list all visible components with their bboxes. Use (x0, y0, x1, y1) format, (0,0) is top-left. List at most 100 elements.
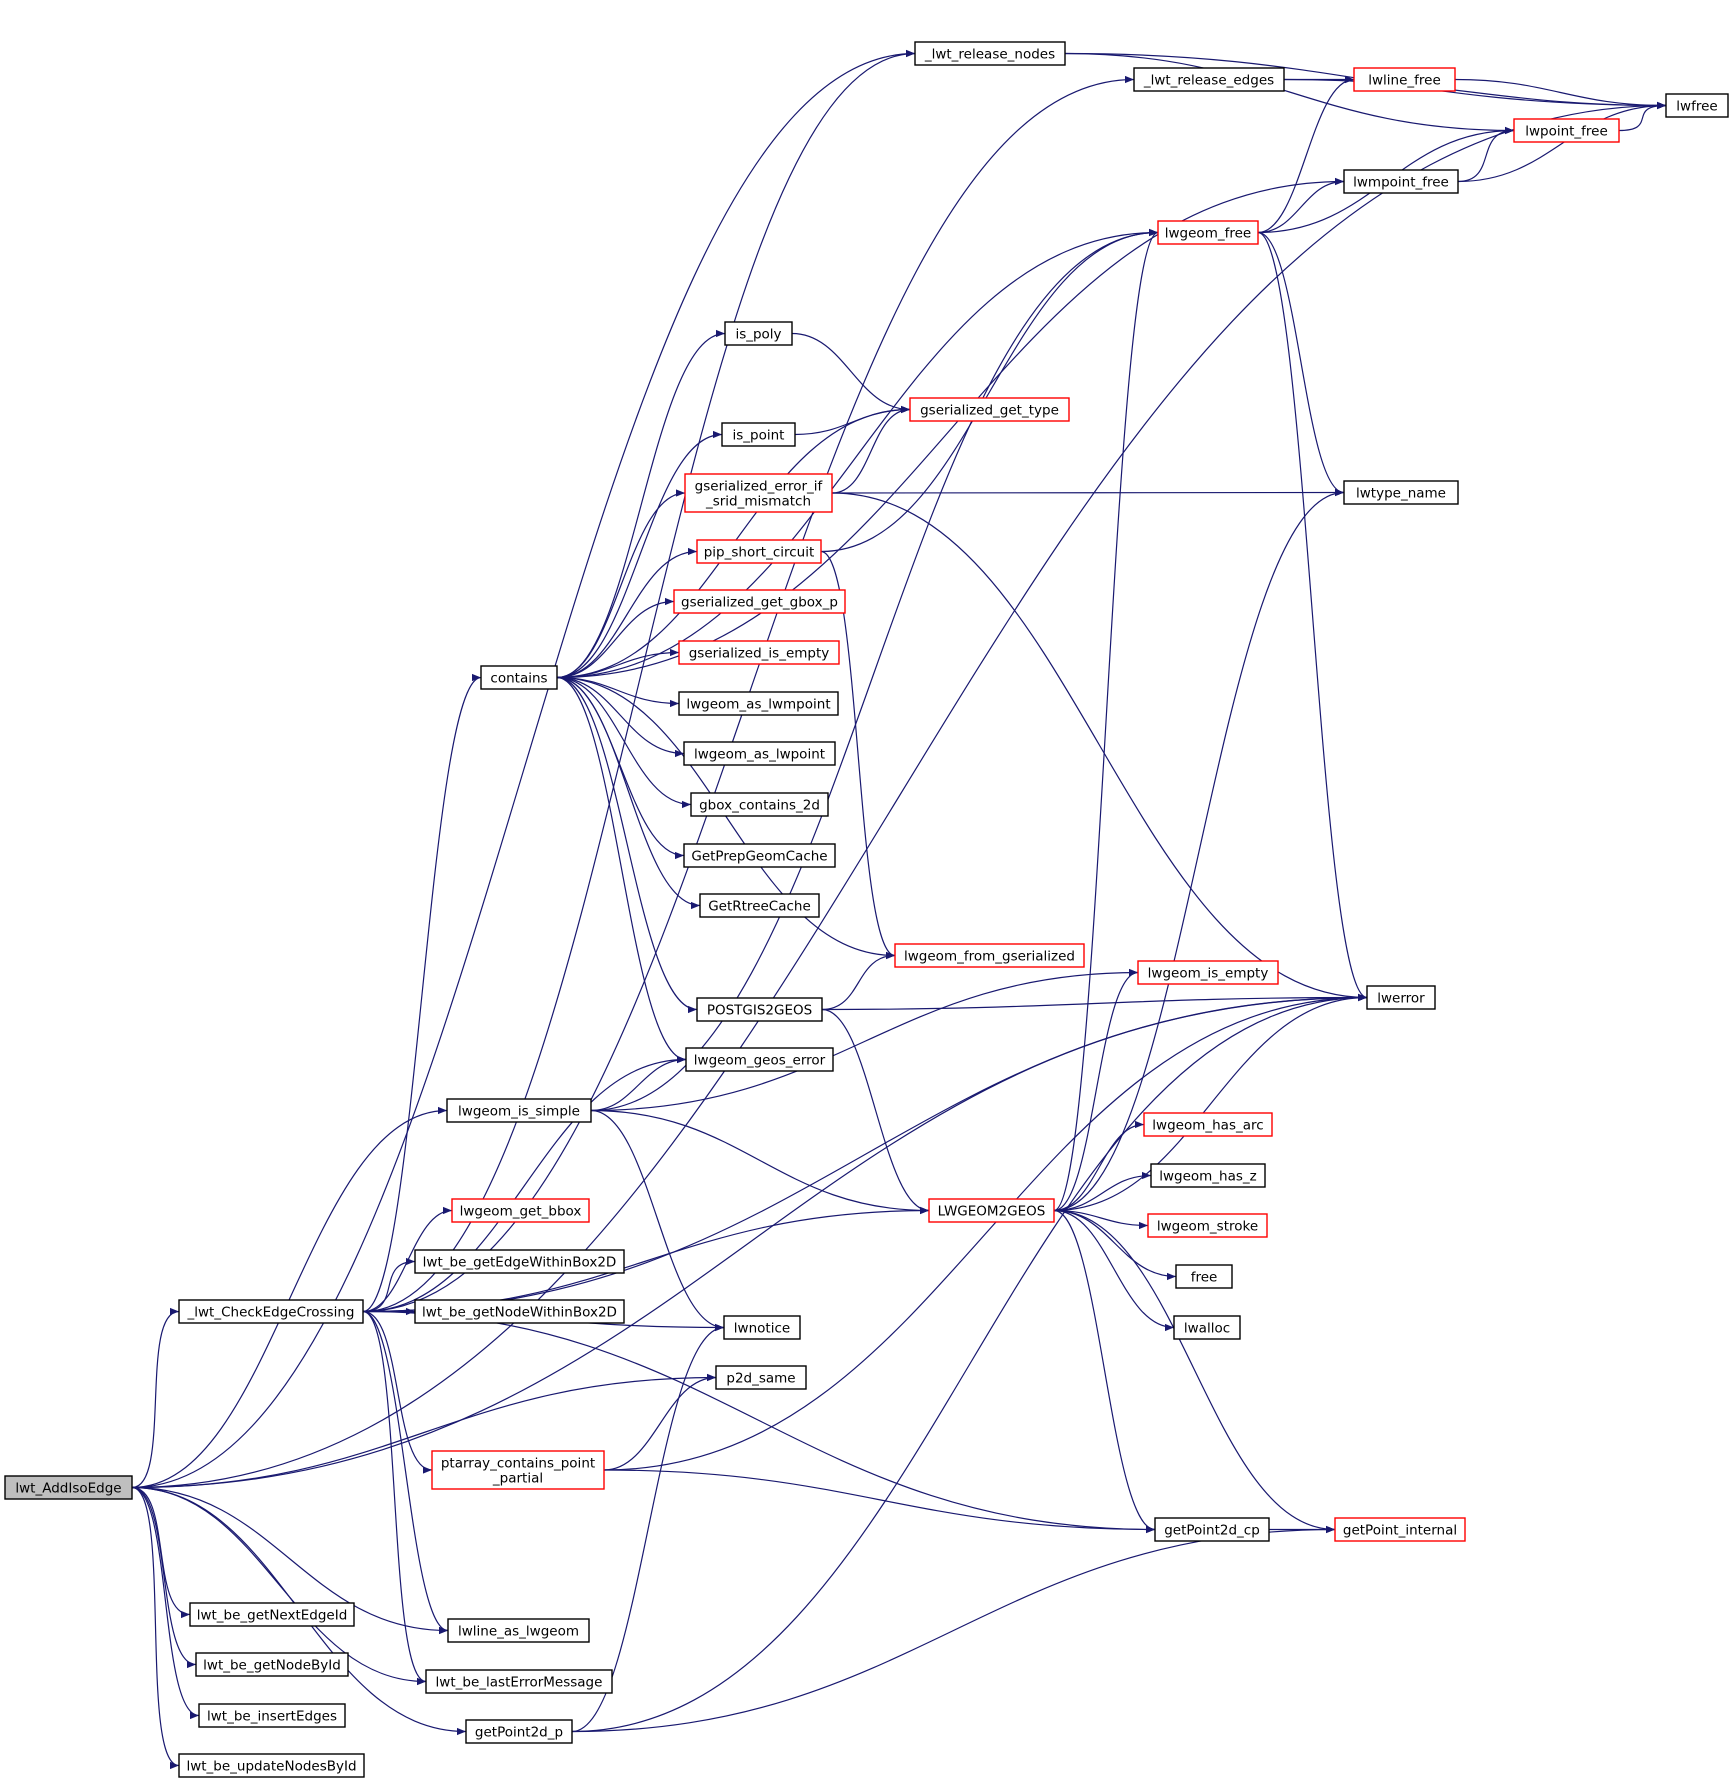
node-lwgeom-has-arc[interactable]: lwgeom_has_arc (1143, 1112, 1273, 1137)
node-get-point2d-cp[interactable]: getPoint2d_cp (1154, 1517, 1270, 1542)
node-box[interactable] (678, 691, 839, 716)
node-box[interactable] (699, 893, 820, 918)
node-lwt-be-insert-edges[interactable]: lwt_be_insertEdges (198, 1703, 346, 1728)
node-box[interactable] (414, 1299, 625, 1324)
node-lwt-be-get-node-by-id[interactable]: lwt_be_getNodeById (195, 1652, 349, 1677)
node-box[interactable] (447, 1618, 590, 1643)
node-box[interactable] (1353, 67, 1456, 92)
node-box[interactable] (683, 843, 836, 868)
node-lwgeom-stroke[interactable]: lwgeom_stroke (1147, 1213, 1268, 1238)
node-box[interactable] (446, 1098, 592, 1123)
node-box[interactable] (1665, 93, 1729, 118)
node-box[interactable] (465, 1719, 573, 1744)
node-box[interactable] (928, 1198, 1055, 1223)
node-lwalloc[interactable]: lwalloc (1173, 1315, 1241, 1340)
node-box[interactable] (1366, 985, 1436, 1010)
node-box[interactable] (1137, 960, 1279, 985)
node-get-prep-geom-cache[interactable]: GetPrepGeomCache (683, 843, 836, 868)
node-lwt-be-get-node-within-box2-d[interactable]: lwt_be_getNodeWithinBox2D (414, 1299, 625, 1324)
node-lwtype-name[interactable]: lwtype_name (1343, 480, 1459, 505)
node-is-point[interactable]: is_point (721, 422, 796, 447)
node-box[interactable] (715, 1365, 807, 1390)
node-lwt-release-nodes[interactable]: _lwt_release_nodes (914, 41, 1066, 66)
node-lwgeom-is-empty[interactable]: lwgeom_is_empty (1137, 960, 1279, 985)
node-box[interactable] (195, 1652, 349, 1677)
node-box[interactable] (1513, 118, 1620, 143)
node-p2d-same[interactable]: p2d_same (715, 1365, 807, 1390)
node-gserialized-is-empty[interactable]: gserialized_is_empty (678, 640, 840, 665)
node-box[interactable] (696, 539, 822, 564)
node-lwgeom-geos-error[interactable]: lwgeom_geos_error (685, 1047, 834, 1072)
node-box[interactable] (1343, 480, 1459, 505)
node-gserialized-error-if-srid-mismatch[interactable]: gserialized_error_if_srid_mismatch (684, 473, 833, 513)
node-box[interactable] (1173, 1315, 1241, 1340)
node-box[interactable] (178, 1299, 364, 1324)
node-lwt-check-edge-crossing[interactable]: _lwt_CheckEdgeCrossing (178, 1299, 364, 1324)
node-box[interactable] (198, 1703, 346, 1728)
node-get-point2d-p[interactable]: getPoint2d_p (465, 1719, 573, 1744)
node-box[interactable] (1143, 1112, 1273, 1137)
node-box[interactable] (431, 1450, 605, 1490)
node-box[interactable] (1147, 1213, 1268, 1238)
node-box[interactable] (480, 665, 558, 690)
node-box[interactable] (189, 1602, 355, 1627)
node-lwmpoint-free[interactable]: lwmpoint_free (1343, 169, 1459, 194)
node-lwgeom2-geos[interactable]: LWGEOM2GEOS (928, 1198, 1055, 1223)
node-box[interactable] (425, 1669, 613, 1694)
node-lwt-release-edges[interactable]: _lwt_release_edges (1133, 67, 1285, 92)
node-box[interactable] (696, 997, 823, 1022)
node-free[interactable]: free (1175, 1264, 1233, 1289)
node-box[interactable] (721, 422, 796, 447)
node-gserialized-get-gbox-p[interactable]: gserialized_get_gbox_p (673, 589, 846, 614)
node-box[interactable] (1334, 1517, 1466, 1542)
node-pip-short-circuit[interactable]: pip_short_circuit (696, 539, 822, 564)
node-lwgeom-from-gserialized[interactable]: lwgeom_from_gserialized (894, 943, 1085, 968)
node-lwgeom-as-lwmpoint[interactable]: lwgeom_as_lwmpoint (678, 691, 839, 716)
node-lwgeom-has-z[interactable]: lwgeom_has_z (1150, 1163, 1266, 1188)
node-box[interactable] (914, 41, 1066, 66)
node-box[interactable] (683, 741, 836, 766)
node-lwerror[interactable]: lwerror (1366, 985, 1436, 1010)
node-get-point-internal[interactable]: getPoint_internal (1334, 1517, 1466, 1542)
node-lwt-be-update-nodes-by-id[interactable]: lwt_be_updateNodesById (178, 1753, 365, 1778)
node-lwgeom-is-simple[interactable]: lwgeom_is_simple (446, 1098, 592, 1123)
node-gbox-contains-2d[interactable]: gbox_contains_2d (690, 792, 829, 817)
node-box[interactable] (178, 1753, 365, 1778)
node-box[interactable] (690, 792, 829, 817)
node-box[interactable] (1150, 1163, 1266, 1188)
node-lwline-free[interactable]: lwline_free (1353, 67, 1456, 92)
node-box[interactable] (1133, 67, 1285, 92)
node-is-poly[interactable]: is_poly (724, 321, 793, 346)
node-box[interactable] (909, 397, 1070, 422)
node-box[interactable] (723, 1315, 801, 1340)
node-lwpoint-free[interactable]: lwpoint_free (1513, 118, 1620, 143)
node-lwline-as-lwgeom[interactable]: lwline_as_lwgeom (447, 1618, 590, 1643)
node-lwgeom-as-lwpoint[interactable]: lwgeom_as_lwpoint (683, 741, 836, 766)
node-box[interactable] (724, 321, 793, 346)
node-lwt-add-iso-edge[interactable]: lwt_AddIsoEdge (4, 1475, 133, 1500)
node-box[interactable] (1175, 1264, 1233, 1289)
node-ptarray-contains-point-partial[interactable]: ptarray_contains_point_partial (431, 1450, 605, 1490)
node-box[interactable] (894, 943, 1085, 968)
node-lwgeom-free[interactable]: lwgeom_free (1157, 220, 1259, 245)
node-lwnotice[interactable]: lwnotice (723, 1315, 801, 1340)
node-lwgeom-get-bbox[interactable]: lwgeom_get_bbox (451, 1198, 590, 1223)
node-get-rtree-cache[interactable]: GetRtreeCache (699, 893, 820, 918)
node-box[interactable] (684, 473, 833, 513)
node-box[interactable] (414, 1249, 625, 1274)
node-box[interactable] (673, 589, 846, 614)
node-lwt-be-get-edge-within-box2-d[interactable]: lwt_be_getEdgeWithinBox2D (414, 1249, 625, 1274)
node-box[interactable] (1154, 1517, 1270, 1542)
node-box[interactable] (1157, 220, 1259, 245)
node-box[interactable] (1343, 169, 1459, 194)
node-lwt-be-get-next-edge-id[interactable]: lwt_be_getNextEdgeId (189, 1602, 355, 1627)
node-gserialized-get-type[interactable]: gserialized_get_type (909, 397, 1070, 422)
node-contains[interactable]: contains (480, 665, 558, 690)
node-lwt-be-last-error-message[interactable]: lwt_be_lastErrorMessage (425, 1669, 613, 1694)
node-box[interactable] (678, 640, 840, 665)
node-lwfree[interactable]: lwfree (1665, 93, 1729, 118)
node-box[interactable] (451, 1198, 590, 1223)
node-box[interactable] (685, 1047, 834, 1072)
node-postgis2-geos[interactable]: POSTGIS2GEOS (696, 997, 823, 1022)
node-box[interactable] (4, 1475, 133, 1500)
